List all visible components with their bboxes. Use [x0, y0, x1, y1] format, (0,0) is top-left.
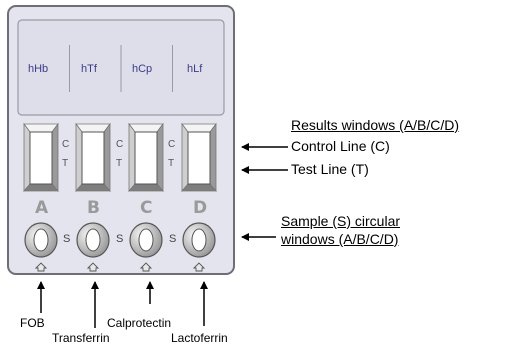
- fob-label: FOB: [20, 316, 45, 330]
- control-mark: C: [116, 139, 124, 150]
- result-window-d: [181, 122, 217, 193]
- calprotectin-label: Calprotectin: [107, 316, 172, 330]
- sample-windows-label-line2: windows (A/B/C/D): [281, 231, 399, 247]
- test-line-label: Test Line (T): [291, 161, 369, 177]
- sample-well-b: [76, 222, 110, 258]
- analyte-label-htf: hTf: [81, 63, 97, 75]
- control-line-label: Control Line (C): [291, 138, 390, 154]
- well-letter-b: B: [87, 198, 100, 218]
- sample-well-a: [24, 222, 58, 258]
- sample-mark: S: [116, 233, 124, 245]
- test-mark: T: [116, 158, 123, 169]
- up-arrow-icon: [86, 262, 100, 272]
- up-arrow-icon: [192, 262, 206, 272]
- well-letter-c: C: [140, 198, 153, 218]
- sample-well-c: [129, 222, 163, 258]
- analyte-label-hcp: hCp: [132, 63, 153, 75]
- test-mark: T: [168, 158, 175, 169]
- well-letter-a: A: [35, 198, 49, 218]
- results-windows-label: Results windows (A/B/C/D): [291, 117, 460, 133]
- sample-mark: S: [63, 233, 71, 245]
- transferrin-label: Transferrin: [52, 331, 110, 345]
- control-mark: C: [168, 139, 176, 150]
- analyte-label-hhb: hHb: [28, 63, 49, 75]
- test-mark: T: [62, 158, 69, 169]
- lactoferrin-label: Lactoferrin: [171, 331, 228, 345]
- analyte-label-hlf: hLf: [187, 63, 203, 75]
- result-window-a: [23, 122, 59, 193]
- up-arrow-icon: [139, 262, 153, 272]
- control-mark: C: [62, 139, 70, 150]
- sample-mark: S: [169, 233, 177, 245]
- well-letter-d: D: [193, 198, 208, 218]
- result-window-b: [75, 122, 111, 193]
- up-arrow-icon: [34, 262, 48, 272]
- sample-windows-label-line1: Sample (S) circular: [281, 213, 401, 229]
- sample-well-d: [182, 222, 216, 258]
- result-window-c: [128, 122, 164, 193]
